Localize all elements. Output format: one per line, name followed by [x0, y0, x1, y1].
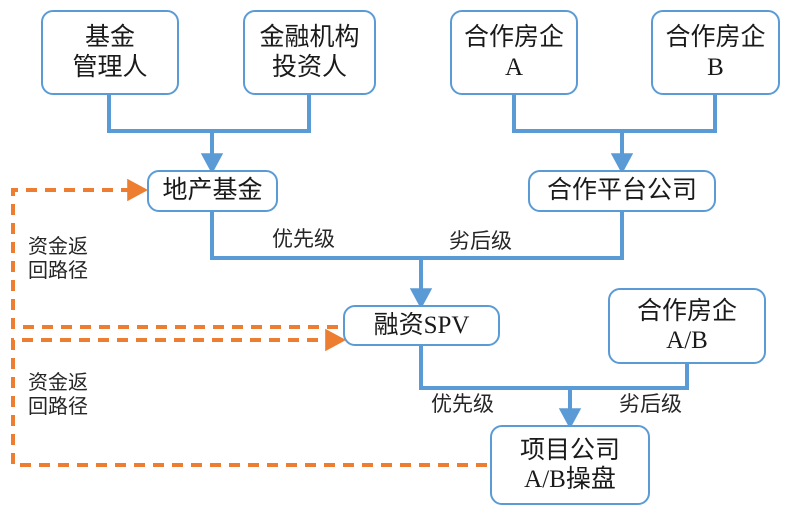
edge-label-subordinate-upper: 劣后级 — [449, 229, 512, 253]
node-partner-b-line1: 合作房企 — [665, 24, 766, 51]
node-fund-manager-line1: 基金 — [84, 24, 135, 51]
node-financing-spv-label: 融资SPV — [373, 311, 470, 339]
edge-label-senior-upper: 优先级 — [272, 227, 335, 251]
node-project-company-line2: A/B操盘 — [524, 466, 616, 493]
node-partner-a-line1: 合作房企 — [463, 24, 564, 51]
node-project-company-line1: 项目公司 — [519, 436, 620, 464]
return-path-upper-label: 资金返 回路径 — [28, 235, 88, 284]
node-financing-spv[interactable]: 融资SPV — [343, 305, 500, 346]
node-partner-a[interactable]: 合作房企 A — [450, 10, 578, 95]
node-partner-ab[interactable]: 合作房企 A/B — [608, 288, 766, 364]
return-path-lower-label-line2: 回路径 — [28, 396, 88, 419]
node-financial-investor[interactable]: 金融机构 投资人 — [243, 10, 376, 95]
node-property-fund-label: 地产基金 — [162, 177, 263, 205]
connector-top-left-merge — [107, 95, 311, 133]
node-fund-manager-line2: 管理人 — [72, 53, 148, 81]
node-partner-b-line2: B — [707, 53, 724, 81]
node-property-fund[interactable]: 地产基金 — [147, 170, 278, 212]
connector-top-right-merge — [512, 95, 717, 133]
node-platform-company-label: 合作平台公司 — [546, 177, 697, 205]
return-path-lower-label: 资金返 回路径 — [28, 371, 88, 420]
node-project-company[interactable]: 项目公司 A/B操盘 — [490, 425, 650, 505]
return-path-lower-label-line1: 资金返 — [28, 372, 88, 394]
return-path-upper-label-line2: 回路径 — [28, 260, 88, 283]
node-financial-investor-line2: 投资人 — [271, 53, 347, 81]
node-partner-ab-line1: 合作房企 — [636, 297, 737, 325]
return-path-upper-label-line1: 资金返 — [28, 236, 88, 258]
node-partner-b[interactable]: 合作房企 B — [651, 10, 780, 95]
node-platform-company[interactable]: 合作平台公司 — [528, 170, 716, 212]
node-partner-ab-line2: A/B — [666, 327, 708, 354]
node-financial-investor-line1: 金融机构 — [259, 24, 360, 51]
edge-label-senior-lower: 优先级 — [431, 392, 494, 416]
edge-label-subordinate-lower: 劣后级 — [619, 392, 682, 416]
node-partner-a-line2: A — [504, 53, 524, 81]
node-fund-manager[interactable]: 基金 管理人 — [41, 10, 179, 95]
